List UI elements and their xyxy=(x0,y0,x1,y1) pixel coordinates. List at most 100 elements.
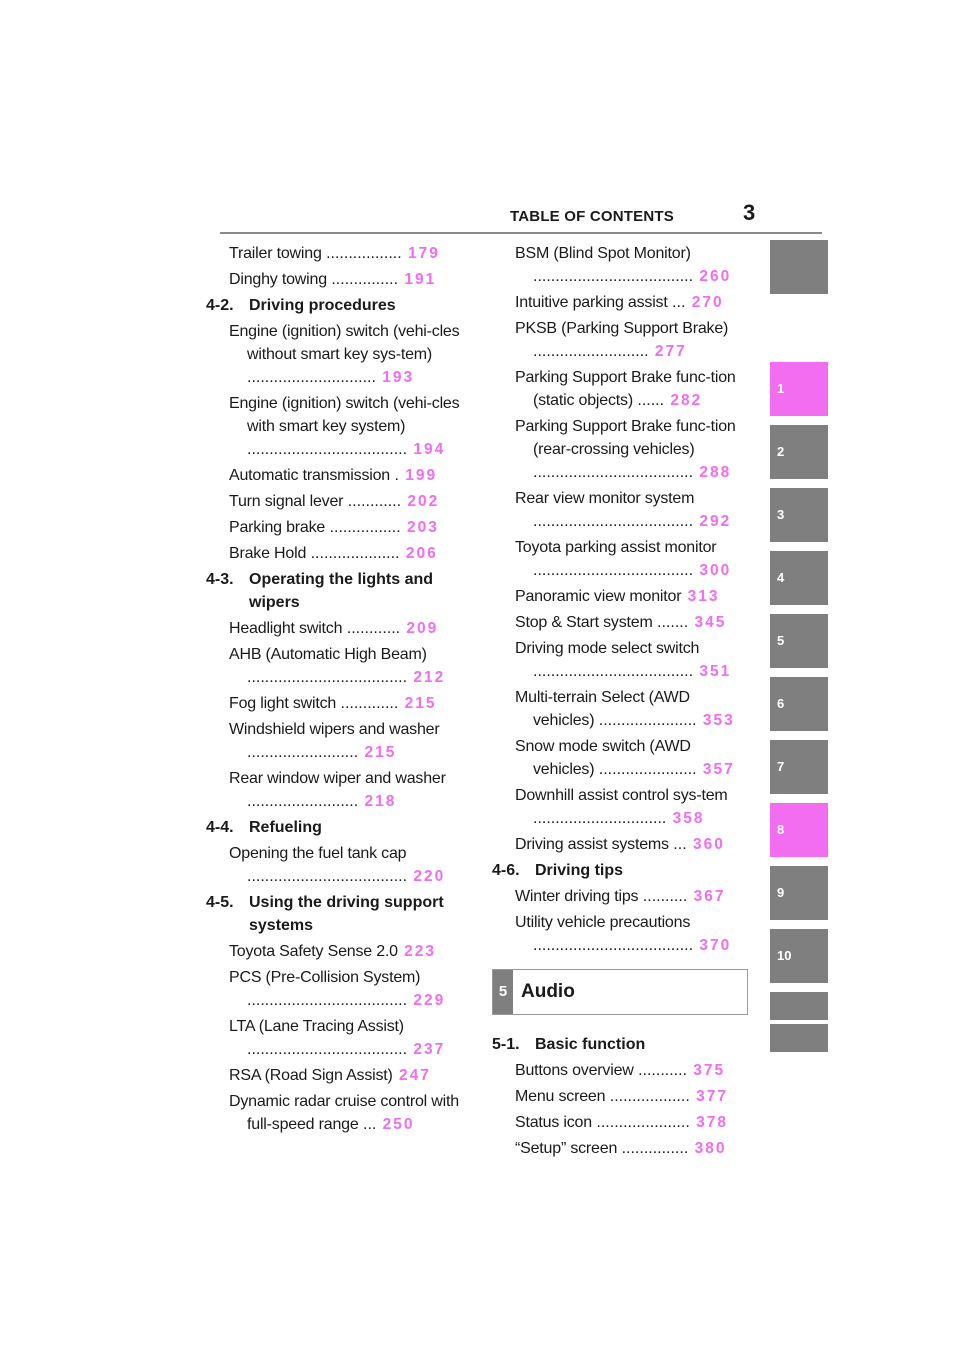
toc-page-number[interactable]: 250 xyxy=(376,1116,415,1133)
toc-page-number[interactable]: 353 xyxy=(696,712,735,729)
toc-page-number[interactable]: 179 xyxy=(401,245,440,262)
toc-page-number[interactable]: 370 xyxy=(693,937,732,954)
toc-section-heading[interactable]: 5-1.Basic function xyxy=(492,1033,750,1056)
toc-entry[interactable]: Snow mode switch (AWD vehicles) ........… xyxy=(492,735,750,781)
toc-entry[interactable]: PCS (Pre-Collision System) .............… xyxy=(206,966,466,1012)
toc-entry[interactable]: Engine (ignition) switch (vehi-cles with… xyxy=(206,320,466,389)
toc-page-number[interactable]: 193 xyxy=(375,369,415,386)
toc-page-number[interactable]: 212 xyxy=(407,669,446,686)
chapter-tab-4[interactable]: 4 xyxy=(770,551,828,605)
toc-entry[interactable]: Toyota Safety Sense 2.0 223 xyxy=(206,940,466,963)
toc-page-number[interactable]: 358 xyxy=(666,810,705,827)
toc-entry[interactable]: Driving mode select switch .............… xyxy=(492,637,750,683)
toc-entry[interactable]: Toyota parking assist monitor ..........… xyxy=(492,536,750,582)
toc-entry[interactable]: Panoramic view monitor 313 xyxy=(492,585,750,608)
toc-entry[interactable]: Stop & Start system ....... 345 xyxy=(492,611,750,634)
toc-page-number[interactable]: 202 xyxy=(401,493,440,510)
toc-entry[interactable]: Parking brake ................ 203 xyxy=(206,516,466,539)
toc-entry[interactable]: Utility vehicle precautions ............… xyxy=(492,911,750,957)
toc-entry[interactable]: Winter driving tips .......... 367 xyxy=(492,885,750,908)
toc-entry[interactable]: PKSB (Parking Support Brake) ...........… xyxy=(492,317,750,363)
toc-entry[interactable]: Fog light switch ............. 215 xyxy=(206,692,466,715)
toc-entry[interactable]: Intuitive parking assist ... 270 xyxy=(492,291,750,314)
toc-page-number[interactable]: 288 xyxy=(693,464,732,481)
toc-page-number[interactable]: 378 xyxy=(689,1114,728,1131)
toc-entry[interactable]: AHB (Automatic High Beam) ..............… xyxy=(206,643,466,689)
chapter-tab-3[interactable]: 3 xyxy=(770,488,828,542)
toc-entry[interactable]: Downhill assist control sys-tem ........… xyxy=(492,784,750,830)
toc-page-number[interactable]: 209 xyxy=(400,620,439,637)
toc-entry[interactable]: Parking Support Brake func-tion (rear-cr… xyxy=(492,415,750,484)
toc-page-number[interactable]: 220 xyxy=(407,868,446,885)
toc-section-heading[interactable]: 4-3.Operating the lights and wipers xyxy=(206,568,466,614)
toc-page-number[interactable]: 380 xyxy=(688,1140,727,1157)
toc-entry[interactable]: Parking Support Brake func-tion (static … xyxy=(492,366,750,412)
toc-entry[interactable]: Menu screen .................. 377 xyxy=(492,1085,750,1108)
toc-page-number[interactable]: 351 xyxy=(693,663,732,680)
toc-entry[interactable]: Multi-terrain Select (AWD vehicles) ....… xyxy=(492,686,750,732)
toc-entry[interactable]: Opening the fuel tank cap ..............… xyxy=(206,842,466,888)
toc-section-heading[interactable]: 4-5.Using the driving support systems xyxy=(206,891,466,937)
chapter-tab-7[interactable]: 7 xyxy=(770,740,828,794)
toc-entry[interactable]: Dinghy towing ............... 191 xyxy=(206,268,466,291)
toc-page-number[interactable]: 270 xyxy=(685,294,724,311)
toc-page-number[interactable]: 247 xyxy=(392,1067,431,1084)
toc-page-number[interactable]: 313 xyxy=(681,588,720,605)
chapter-tab-1[interactable]: 1 xyxy=(770,362,828,416)
chapter-tab-blank-top[interactable] xyxy=(770,240,828,294)
toc-entry[interactable]: Driving assist systems ... 360 xyxy=(492,833,750,856)
toc-entry[interactable]: Turn signal lever ............ 202 xyxy=(206,490,466,513)
toc-page-number[interactable]: 300 xyxy=(693,562,732,579)
toc-page-number[interactable]: 215 xyxy=(398,695,437,712)
toc-page-number[interactable]: 191 xyxy=(398,271,437,288)
toc-entry[interactable]: Engine (ignition) switch (vehi-cles with… xyxy=(206,392,466,461)
toc-page-number[interactable]: 367 xyxy=(687,888,726,905)
toc-page-number[interactable]: 292 xyxy=(693,513,732,530)
toc-page-number[interactable]: 218 xyxy=(358,793,397,810)
toc-section-heading[interactable]: 4-2.Driving procedures xyxy=(206,294,466,317)
toc-entry[interactable]: RSA (Road Sign Assist) 247 xyxy=(206,1064,466,1087)
toc-section-heading[interactable]: 4-6.Driving tips xyxy=(492,859,750,882)
toc-entry-title: Status icon xyxy=(515,1114,592,1131)
toc-page-number[interactable]: 260 xyxy=(693,268,732,285)
toc-page-number[interactable]: 360 xyxy=(686,836,725,853)
chapter-tab-10[interactable]: 10 xyxy=(770,929,828,983)
toc-entry[interactable]: Rear view monitor system ...............… xyxy=(492,487,750,533)
toc-entry[interactable]: BSM (Blind Spot Monitor) ...............… xyxy=(492,242,750,288)
chapter-tab-8[interactable]: 8 xyxy=(770,803,828,857)
toc-page-number[interactable]: 194 xyxy=(407,441,446,458)
toc-page-number[interactable]: 223 xyxy=(397,943,437,960)
chapter-tab-blank-b[interactable] xyxy=(770,1024,828,1052)
toc-entry[interactable]: Status icon ..................... 378 xyxy=(492,1111,750,1134)
toc-entry[interactable]: Windshield wipers and washer ...........… xyxy=(206,718,466,764)
toc-page-number[interactable]: 377 xyxy=(689,1088,728,1105)
toc-page-number[interactable]: 215 xyxy=(358,744,397,761)
toc-entry[interactable]: Brake Hold .................... 206 xyxy=(206,542,466,565)
toc-page-number[interactable]: 203 xyxy=(400,519,439,536)
chapter-tab-blank-a[interactable] xyxy=(770,992,828,1020)
toc-entry[interactable]: LTA (Lane Tracing Assist) ..............… xyxy=(206,1015,466,1061)
toc-page-number[interactable]: 345 xyxy=(688,614,727,631)
toc-page-number[interactable]: 229 xyxy=(407,992,446,1009)
toc-section-heading[interactable]: 4-4.Refueling xyxy=(206,816,466,839)
toc-page-number[interactable]: 375 xyxy=(686,1062,726,1079)
chapter-tab-2[interactable]: 2 xyxy=(770,425,828,479)
toc-entry[interactable]: Buttons overview ........... 375 xyxy=(492,1059,750,1082)
toc-entry[interactable]: Automatic transmission . 199 xyxy=(206,464,466,487)
toc-page-number[interactable]: 199 xyxy=(398,467,438,484)
chapter-tab-6[interactable]: 6 xyxy=(770,677,828,731)
chapter-tab-5[interactable]: 5 xyxy=(770,614,828,668)
toc-page-number[interactable]: 282 xyxy=(664,392,703,409)
toc-entry[interactable]: Rear window wiper and washer ...........… xyxy=(206,767,466,813)
chapter-tab-9[interactable]: 9 xyxy=(770,866,828,920)
toc-page-number[interactable]: 237 xyxy=(407,1041,446,1058)
toc-page-number[interactable]: 357 xyxy=(696,761,735,778)
toc-entry-title: Headlight switch xyxy=(229,620,343,637)
toc-entry[interactable]: Dynamic radar cruise control with full-s… xyxy=(206,1090,466,1136)
toc-page-number[interactable]: 206 xyxy=(399,545,438,562)
toc-entry[interactable]: Headlight switch ............ 209 xyxy=(206,617,466,640)
toc-page-number[interactable]: 277 xyxy=(648,343,687,360)
toc-entry[interactable]: Trailer towing ................. 179 xyxy=(206,242,466,265)
toc-entry[interactable]: “Setup” screen ............... 380 xyxy=(492,1137,750,1160)
